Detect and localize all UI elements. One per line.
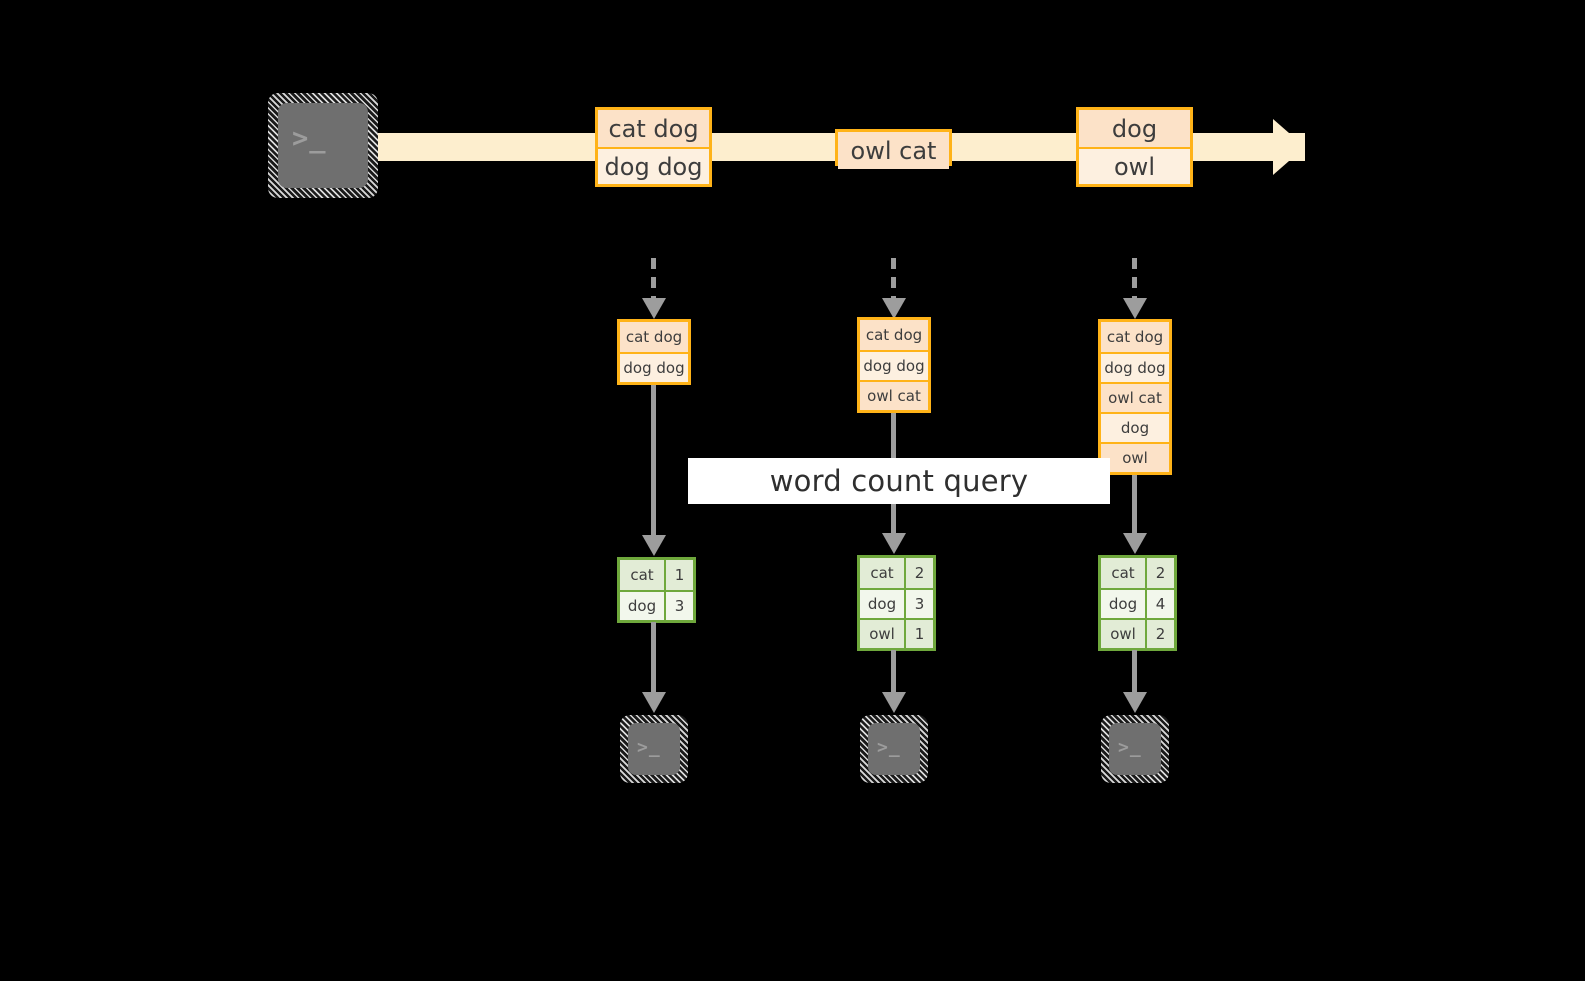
stream-record-row: dog dog bbox=[598, 147, 709, 184]
stream-record-row: owl cat bbox=[838, 132, 949, 169]
snapshot-input-row: dog bbox=[1101, 412, 1169, 442]
stream-to-snapshot-connector bbox=[1132, 258, 1137, 300]
result-row: cat 2 bbox=[1101, 558, 1174, 588]
result-word-cell: dog bbox=[620, 592, 664, 620]
stream-to-snapshot-connector bbox=[891, 258, 896, 300]
query-label: word count query bbox=[688, 458, 1110, 504]
connector-arrowhead bbox=[642, 298, 666, 319]
result-count-cell: 2 bbox=[1145, 620, 1174, 648]
snapshot-1-sink-connector bbox=[651, 622, 656, 694]
stream-record-row: cat dog bbox=[598, 110, 709, 147]
result-row: owl 2 bbox=[1101, 618, 1174, 648]
result-row: dog 3 bbox=[620, 590, 693, 620]
snapshot-input-row: cat dog bbox=[1101, 322, 1169, 352]
terminal-prompt-glyph: >_ bbox=[292, 123, 327, 154]
terminal-prompt-glyph: >_ bbox=[877, 737, 901, 758]
source-terminal-icon[interactable]: >_ bbox=[268, 93, 378, 198]
connector-arrowhead bbox=[1123, 692, 1147, 713]
snapshot-3-sink-connector bbox=[1132, 650, 1137, 694]
result-row: cat 2 bbox=[860, 558, 933, 588]
snapshot-3-result-table[interactable]: cat 2 dog 4 owl 2 bbox=[1098, 555, 1177, 651]
result-row: owl 1 bbox=[860, 618, 933, 648]
terminal-screen bbox=[868, 723, 920, 775]
stream-record-box[interactable]: cat dog dog dog bbox=[595, 107, 712, 187]
stream-record-box[interactable]: owl cat bbox=[835, 129, 952, 169]
connector-arrowhead bbox=[642, 535, 666, 556]
snapshot-2-sink-terminal-icon[interactable]: >_ bbox=[860, 715, 928, 783]
connector-arrowhead bbox=[1123, 298, 1147, 319]
terminal-prompt-glyph: >_ bbox=[637, 737, 661, 758]
result-count-cell: 2 bbox=[904, 558, 933, 588]
snapshot-2-result-table[interactable]: cat 2 dog 3 owl 1 bbox=[857, 555, 936, 651]
result-word-cell: owl bbox=[1101, 620, 1145, 648]
snapshot-1-result-table[interactable]: cat 1 dog 3 bbox=[617, 557, 696, 623]
result-count-cell: 1 bbox=[904, 620, 933, 648]
connector-arrowhead bbox=[642, 692, 666, 713]
result-word-cell: dog bbox=[1101, 590, 1145, 618]
result-row: dog 4 bbox=[1101, 588, 1174, 618]
snapshot-3-input-box[interactable]: cat dog dog dog owl cat dog owl bbox=[1098, 319, 1172, 475]
stream-record-box[interactable]: dog owl bbox=[1076, 107, 1193, 187]
snapshot-input-row: dog dog bbox=[860, 350, 928, 380]
terminal-screen bbox=[1109, 723, 1161, 775]
connector-arrowhead bbox=[1123, 533, 1147, 554]
snapshot-3-query-connector bbox=[1132, 475, 1137, 535]
snapshot-input-row: owl cat bbox=[860, 380, 928, 410]
result-word-cell: cat bbox=[860, 558, 904, 588]
snapshot-2-sink-connector bbox=[891, 650, 896, 694]
snapshot-input-row: owl bbox=[1101, 442, 1169, 472]
terminal-screen bbox=[628, 723, 680, 775]
snapshot-input-row: cat dog bbox=[620, 322, 688, 352]
snapshot-input-row: cat dog bbox=[860, 320, 928, 350]
result-count-cell: 3 bbox=[664, 592, 693, 620]
result-word-cell: cat bbox=[1101, 558, 1145, 588]
snapshot-1-query-connector bbox=[651, 385, 656, 537]
stream-arrowhead bbox=[1273, 119, 1305, 175]
result-count-cell: 3 bbox=[904, 590, 933, 618]
result-word-cell: owl bbox=[860, 620, 904, 648]
result-row: dog 3 bbox=[860, 588, 933, 618]
terminal-screen bbox=[278, 103, 368, 188]
result-count-cell: 4 bbox=[1145, 590, 1174, 618]
connector-arrowhead bbox=[882, 692, 906, 713]
snapshot-input-row: owl cat bbox=[1101, 382, 1169, 412]
terminal-prompt-glyph: >_ bbox=[1118, 737, 1142, 758]
snapshot-1-sink-terminal-icon[interactable]: >_ bbox=[620, 715, 688, 783]
stream-to-snapshot-connector bbox=[651, 258, 656, 300]
connector-arrowhead bbox=[882, 533, 906, 554]
result-word-cell: cat bbox=[620, 560, 664, 590]
snapshot-1-input-box[interactable]: cat dog dog dog bbox=[617, 319, 691, 385]
result-row: cat 1 bbox=[620, 560, 693, 590]
result-count-cell: 2 bbox=[1145, 558, 1174, 588]
snapshot-input-row: dog dog bbox=[1101, 352, 1169, 382]
snapshot-input-row: dog dog bbox=[620, 352, 688, 382]
snapshot-3-sink-terminal-icon[interactable]: >_ bbox=[1101, 715, 1169, 783]
result-word-cell: dog bbox=[860, 590, 904, 618]
snapshot-2-input-box[interactable]: cat dog dog dog owl cat bbox=[857, 317, 931, 413]
stream-record-row: dog bbox=[1079, 110, 1190, 147]
connector-arrowhead bbox=[882, 298, 906, 319]
result-count-cell: 1 bbox=[664, 560, 693, 590]
stream-record-row: owl bbox=[1079, 147, 1190, 184]
